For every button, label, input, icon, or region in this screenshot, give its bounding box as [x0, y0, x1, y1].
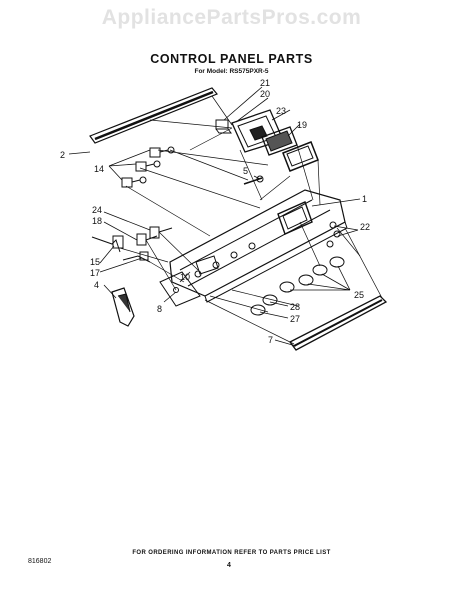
model-line: For Model: RS575PXR-5: [194, 68, 269, 75]
part-19-23-display-assembly: [215, 109, 319, 172]
part-25-knobs: [250, 256, 345, 316]
callout-8: 8: [157, 304, 162, 314]
control-panel-body: [169, 189, 348, 303]
callout-7: 7: [268, 335, 273, 345]
callout-22: 22: [360, 222, 370, 232]
document-code: 816802: [28, 558, 52, 565]
part-24-18-connectors: [136, 226, 173, 246]
part-14-switches: [121, 146, 175, 188]
callout-15: 15: [90, 257, 100, 267]
callout-1: 1: [362, 194, 367, 204]
watermark: AppliancePartsPros.com: [101, 6, 362, 29]
ordering-note: FOR ORDERING INFORMATION REFER TO PARTS …: [132, 550, 331, 556]
part-2-trim-strip: [89, 87, 218, 144]
callout-23: 23: [276, 106, 286, 116]
callout-10: 10: [180, 272, 190, 282]
callout-21: 21: [260, 78, 270, 88]
part-5-screw: [243, 175, 264, 185]
callout-19: 19: [297, 120, 307, 130]
exploded-guide-lines: [119, 95, 383, 345]
callout-28: 28: [290, 302, 300, 312]
callout-14: 14: [94, 164, 104, 174]
callout-2: 2: [60, 150, 65, 160]
part-22-screws: [326, 221, 341, 248]
callout-20: 20: [260, 89, 270, 99]
part-4-bracket: [111, 287, 135, 327]
callout-18: 18: [92, 216, 102, 226]
callout-24: 24: [92, 205, 102, 215]
callout-17: 17: [90, 268, 100, 278]
page-number: 4: [227, 562, 231, 569]
part-7-bottom-trim: [289, 295, 388, 351]
diagram-title: CONTROL PANEL PARTS: [150, 52, 313, 66]
callout-leader-lines: [68, 86, 361, 347]
callout-27: 27: [290, 314, 300, 324]
part-15-17-wiring: [91, 235, 151, 263]
callout-4: 4: [94, 280, 99, 290]
callout-labels: 2 14 21 20 23 19 5 1 22 24 18 15 17 4 10…: [60, 78, 370, 345]
part-1-display-window: [277, 201, 313, 235]
callout-5: 5: [243, 166, 248, 176]
callout-25: 25: [354, 290, 364, 300]
